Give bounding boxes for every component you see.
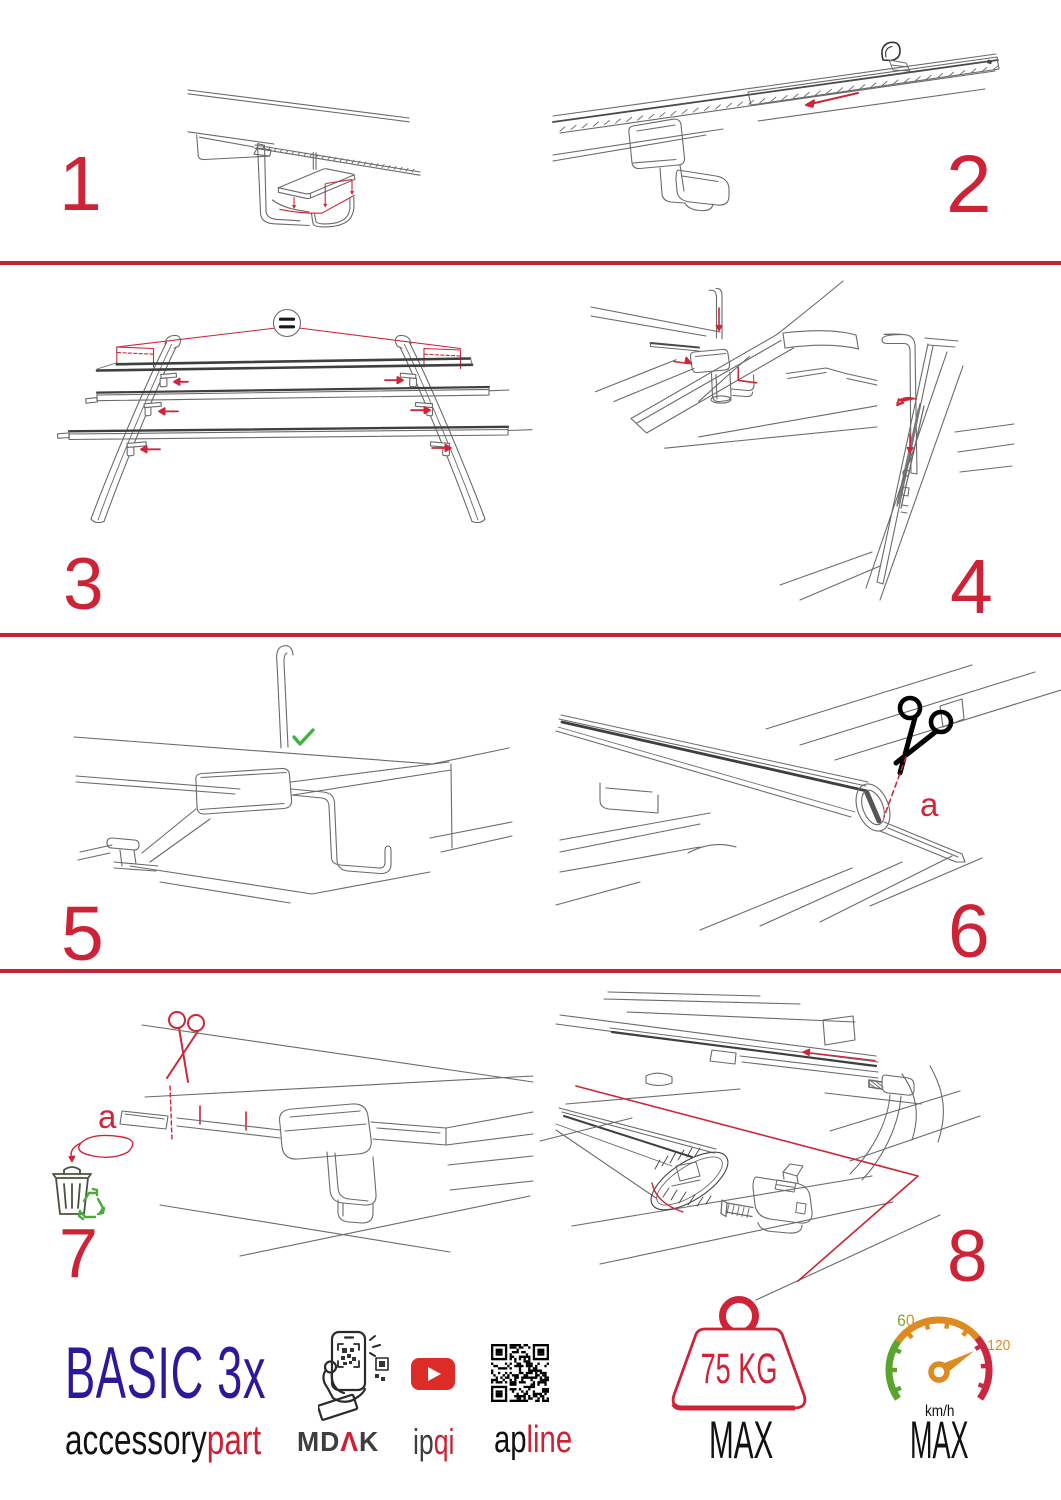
svg-text:a: a xyxy=(98,1098,117,1135)
svg-text:75 KG: 75 KG xyxy=(701,1344,778,1393)
svg-text:a: a xyxy=(920,786,939,823)
svg-text:120: 120 xyxy=(987,1338,1010,1355)
svg-text:60: 60 xyxy=(897,1311,914,1330)
